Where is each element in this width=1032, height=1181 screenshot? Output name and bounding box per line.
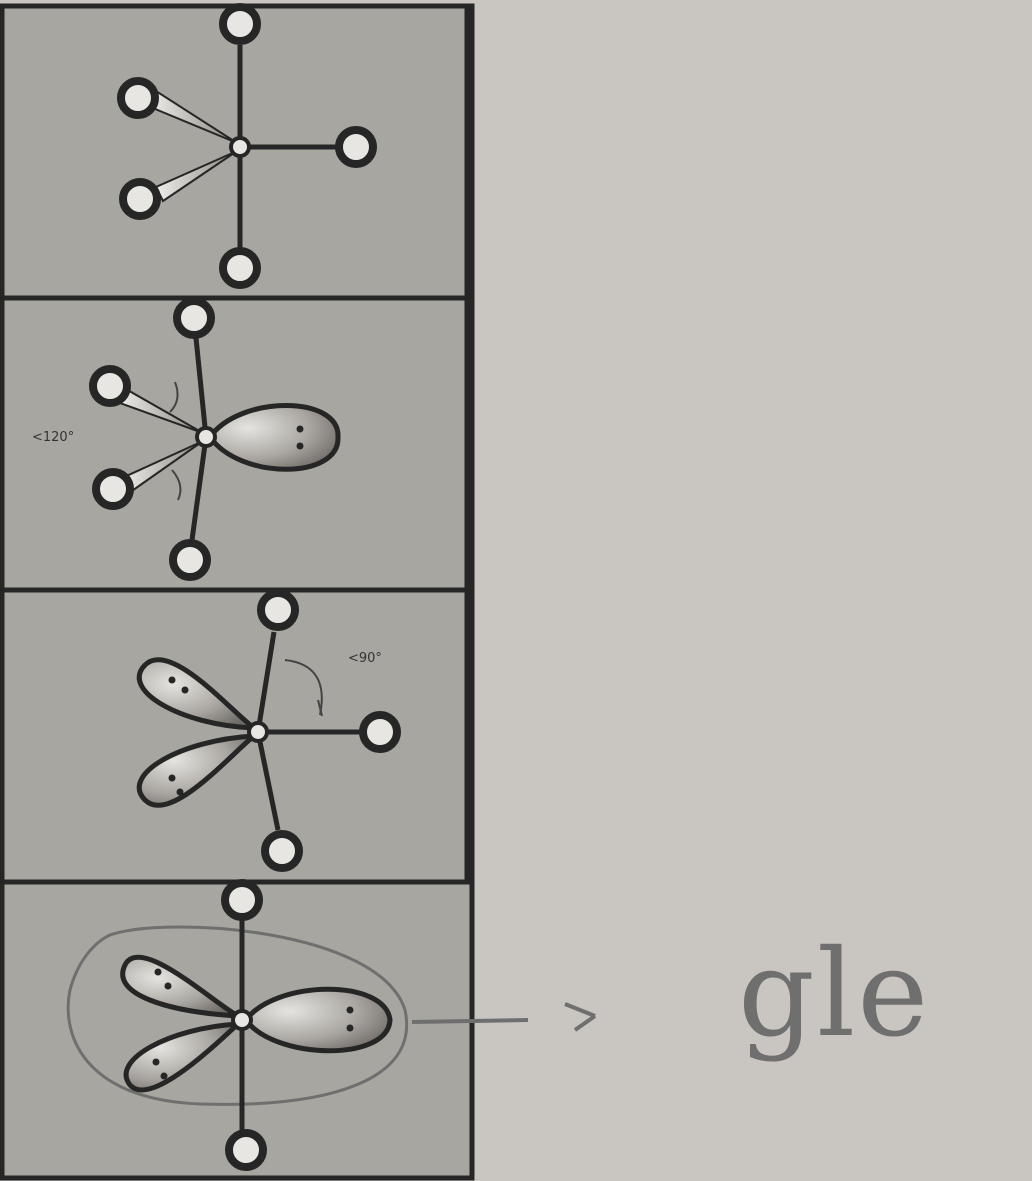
arrow-right-icon — [411, 1002, 597, 1032]
ligand-atom — [169, 539, 211, 581]
ligand-atom — [221, 879, 263, 921]
lone-pair-lobe — [123, 1021, 245, 1093]
central-atom — [231, 1009, 253, 1031]
angle-label: <120° — [32, 430, 74, 445]
panel-linear-3-lone-pairs — [0, 879, 475, 1181]
lone-pair-lobe — [120, 954, 240, 1019]
central-atom — [247, 721, 269, 743]
central-atom — [229, 136, 251, 158]
ligand-atom — [219, 247, 261, 289]
ligand-atom — [335, 126, 377, 168]
pencil-circle — [66, 925, 409, 1106]
lone-pair-lobe — [242, 986, 393, 1054]
ligand-atom — [257, 589, 299, 631]
ligand-atom — [261, 830, 303, 872]
ligand-atom — [219, 3, 261, 45]
lone-pair-lobe — [206, 403, 341, 472]
panel-seesaw-0-lone-pairs — [0, 3, 470, 301]
lone-pair-lobe — [136, 733, 262, 808]
lone-pair-lobe — [136, 657, 262, 731]
ligand-atom — [359, 711, 401, 753]
ligand-atom — [89, 365, 131, 407]
panel-seesaw-1-lone-pair: <120° — [0, 295, 470, 593]
central-atom — [195, 426, 217, 448]
handwritten-note: gle — [738, 925, 931, 1064]
ligand-atom — [225, 1129, 267, 1171]
ligand-atom — [117, 77, 159, 119]
ligand-atom — [173, 297, 215, 339]
panel-t-shaped-2-lone-pairs: <90° — [0, 587, 470, 885]
angle-label: <90° — [348, 651, 382, 666]
ligand-atom — [92, 468, 134, 510]
ligand-atom — [119, 178, 161, 220]
